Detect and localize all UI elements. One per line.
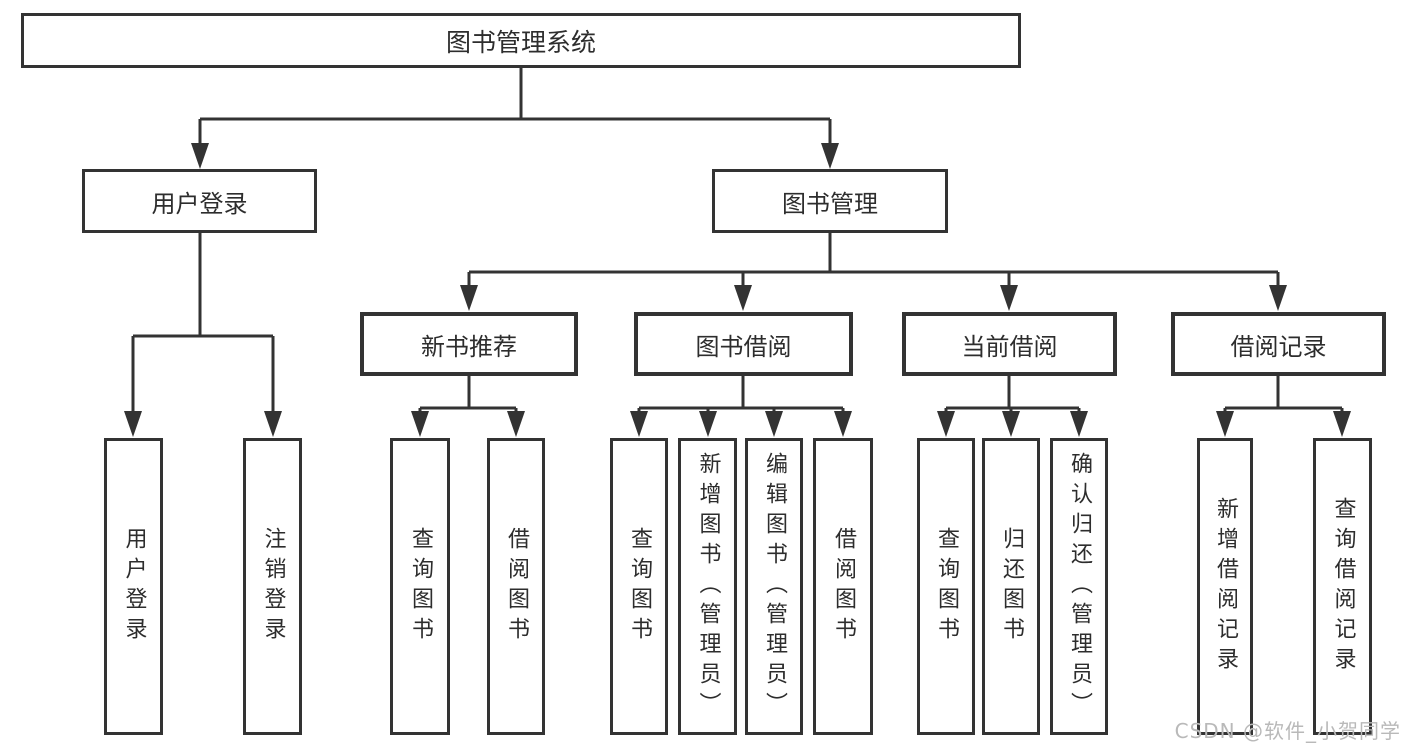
node-label: 当前借阅 <box>961 332 1058 361</box>
leaf-label: 新增图书（管理员） <box>695 451 721 722</box>
arrow-down-icon <box>765 411 783 437</box>
leaf-borrow-add-book-admin: 新增图书（管理员） <box>678 438 737 735</box>
arrow-down-icon <box>411 411 429 437</box>
leaf-label: 新增借阅记录 <box>1213 496 1238 677</box>
node-library-system: 图书管理系统 <box>21 13 1021 68</box>
arrow-down-icon <box>191 143 209 169</box>
arrow-down-icon <box>1269 285 1287 311</box>
arrow-down-icon <box>937 411 955 437</box>
node-borrow-records: 借阅记录 <box>1171 312 1386 376</box>
arrow-down-icon <box>124 411 142 437</box>
connector-records-to-leaves <box>1223 376 1344 416</box>
arrow-down-icon <box>1333 411 1351 437</box>
leaf-label: 查询图书 <box>408 526 433 647</box>
node-book-borrow: 图书借阅 <box>634 312 853 376</box>
leaf-newbook-query-book: 查询图书 <box>390 438 450 735</box>
leaf-records-add-record: 新增借阅记录 <box>1197 438 1253 735</box>
leaf-label: 编辑图书（管理员） <box>762 451 787 722</box>
arrow-down-icon <box>821 143 839 169</box>
leaf-current-confirm-return-admin: 确认归还（管理员） <box>1050 438 1108 735</box>
arrow-down-icon <box>699 411 717 437</box>
arrow-down-icon <box>460 285 478 311</box>
leaf-label: 借阅图书 <box>504 526 529 647</box>
leaf-label: 注销登录 <box>260 526 286 647</box>
leaf-user-login: 用户登录 <box>104 438 163 735</box>
leaf-label: 确认归还（管理员） <box>1067 451 1092 722</box>
arrow-down-icon <box>1000 285 1018 311</box>
arrow-down-icon <box>834 411 852 437</box>
arrow-down-icon <box>264 411 282 437</box>
node-user-login: 用户登录 <box>82 169 317 233</box>
node-label: 新书推荐 <box>421 332 517 361</box>
connector-login-to-leaves <box>131 233 275 416</box>
connector-bookmgmt-to-level2 <box>467 233 1280 290</box>
leaf-label: 查询借阅记录 <box>1330 496 1356 677</box>
leaf-newbook-borrow-book: 借阅图书 <box>487 438 545 735</box>
arrow-down-icon <box>1216 411 1234 437</box>
leaf-records-query-record: 查询借阅记录 <box>1313 438 1372 735</box>
leaf-current-query-book: 查询图书 <box>917 438 975 735</box>
leaf-label: 查询图书 <box>934 526 959 647</box>
node-new-book-recommend: 新书推荐 <box>360 312 578 376</box>
leaf-current-return-book: 归还图书 <box>982 438 1040 735</box>
connector-root-to-level1 <box>198 68 832 148</box>
node-label: 图书管理系统 <box>445 27 596 57</box>
leaf-borrow-borrow-book: 借阅图书 <box>813 438 873 735</box>
node-label: 借阅记录 <box>1230 332 1327 361</box>
arrow-down-icon <box>507 411 525 437</box>
leaf-label: 用户登录 <box>121 526 147 647</box>
leaf-label: 借阅图书 <box>831 526 856 647</box>
leaf-label: 归还图书 <box>999 526 1024 647</box>
node-current-borrow: 当前借阅 <box>902 312 1117 376</box>
leaf-logout: 注销登录 <box>243 438 302 735</box>
node-label: 图书借阅 <box>695 332 792 361</box>
node-label: 用户登录 <box>151 189 248 218</box>
arrow-down-icon <box>630 411 648 437</box>
arrow-down-icon <box>1070 411 1088 437</box>
arrow-down-icon <box>1002 411 1020 437</box>
csdn-watermark: CSDN @软件_小贺同学 <box>1174 719 1401 743</box>
connector-newbook-to-leaves <box>418 376 518 416</box>
arrow-down-icon <box>734 285 752 311</box>
connector-currentborrow-to-leaves <box>944 376 1081 416</box>
leaf-label: 查询图书 <box>627 526 652 647</box>
leaf-borrow-edit-book-admin: 编辑图书（管理员） <box>745 438 803 735</box>
node-book-management: 图书管理 <box>712 169 948 233</box>
connector-bookborrow-to-leaves <box>637 376 845 416</box>
node-label: 图书管理 <box>782 189 878 218</box>
leaf-borrow-query-book: 查询图书 <box>610 438 668 735</box>
